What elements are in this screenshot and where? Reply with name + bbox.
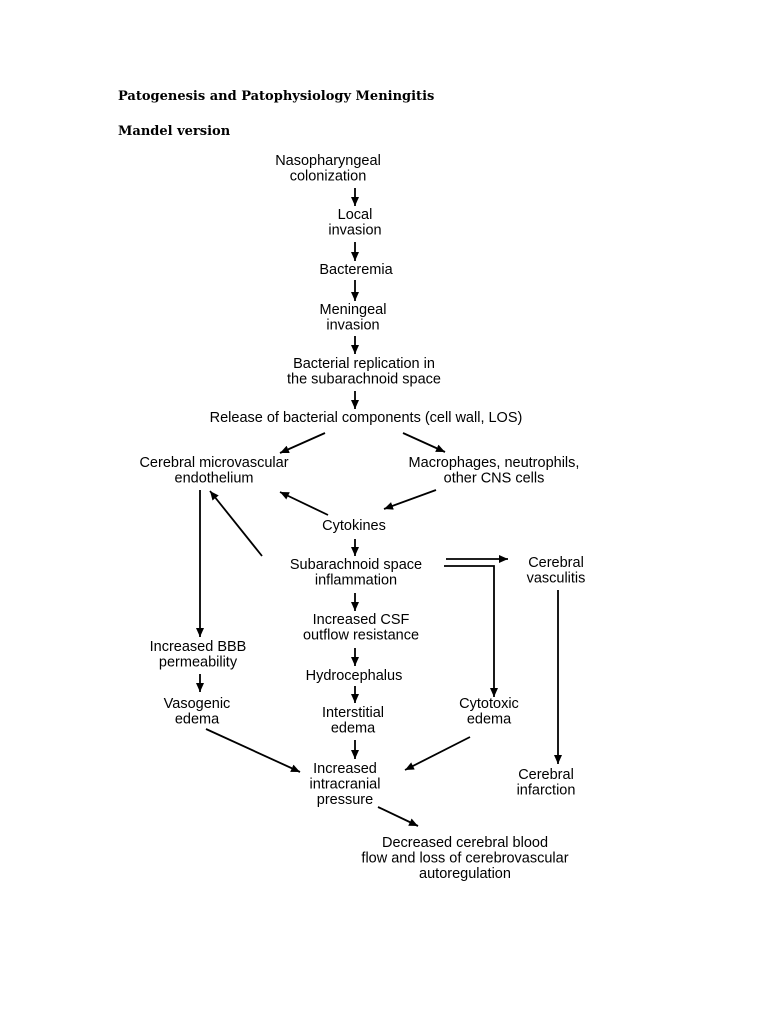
node-repl-line: the subarachnoid space [287,372,441,388]
node-mening-line: invasion [326,318,379,334]
arrow-vaso-to-icp [205,728,301,773]
node-naso-line: colonization [290,169,367,185]
node-sai-line: inflammation [315,573,397,589]
node-csf-line: Increased CSF [313,612,410,628]
node-bact: Bacteremia [319,262,393,278]
arrow-release-to-macro [402,432,446,453]
node-bbb-line: permeability [159,655,238,671]
arrow-icp-to-cbf [377,806,419,827]
arrow-macro-to-cyto [383,489,437,510]
node-mening-line: Meningeal [320,302,387,318]
node-icp-line: Increased [313,761,377,777]
arrow-sai-to-cme [209,490,263,557]
node-repl-line: Bacterial replication in [293,356,435,372]
node-macro-line: Macrophages, neutrophils, [409,455,580,471]
node-vaso-line: Vasogenic [164,696,231,712]
node-macro: Macrophages, neutrophils,other CNS cells [409,455,580,487]
node-vasc-line: vasculitis [527,571,586,587]
node-cme-line: Cerebral microvascular [139,455,288,471]
node-infarct-line: infarction [517,783,576,799]
node-local-line: Local [338,207,373,223]
node-cytotox-line: Cytotoxic [459,696,519,712]
node-sai-line: Subarachnoid space [290,557,422,573]
node-cbf-line: autoregulation [419,866,511,882]
node-inter-line: edema [331,721,376,737]
node-hydro-line: Hydrocephalus [306,668,403,684]
node-vaso-line: edema [175,712,220,728]
node-csf-line: outflow resistance [303,628,419,644]
arrow-sai-to-cytotox [444,565,498,697]
node-bact-line: Bacteremia [319,262,393,278]
node-release-line: Release of bacterial components (cell wa… [210,410,523,426]
node-inter-line: Interstitial [322,705,384,721]
node-local-line: invasion [328,223,381,239]
document-subtitle: Mandel version [118,124,231,139]
node-bbb-line: Increased BBB [150,639,247,655]
node-cyto: Cytokines [322,518,386,534]
arrow-release-to-cme [279,432,326,454]
node-naso-line: Nasopharyngeal [275,153,381,169]
node-macro-line: other CNS cells [444,471,545,487]
arrow-cytotox-to-icp [404,736,471,771]
node-cbf-line: Decreased cerebral blood [382,835,548,851]
node-cbf-line: flow and loss of cerebrovascular [361,851,568,867]
node-icp-line: intracranial [310,777,381,793]
document-title: Patogenesis and Patophysiology Meningiti… [118,89,435,104]
node-vasc-line: Cerebral [528,555,584,571]
node-infarct-line: Cerebral [518,767,574,783]
node-cytotox-line: edema [467,712,512,728]
node-cme-line: endothelium [175,471,254,487]
node-release: Release of bacterial components (cell wa… [210,410,523,426]
node-icp-line: pressure [317,792,373,808]
node-cyto-line: Cytokines [322,518,386,534]
node-hydro: Hydrocephalus [306,668,403,684]
arrow-cyto-to-cme [279,491,329,516]
